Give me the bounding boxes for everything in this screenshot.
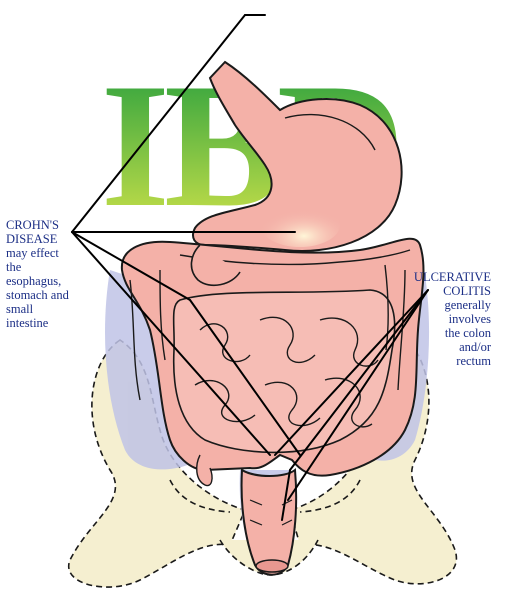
stomach-highlight [260,203,340,247]
crohns-disease-label: CROHN'S DISEASE may effect the esophagus… [6,218,69,330]
uc-body-line-4: and/or [414,340,491,354]
uc-body-line-2: involves [414,312,491,326]
crohns-heading-line-1: CROHN'S [6,218,69,232]
crohns-heading-line-2: DISEASE [6,232,69,246]
anus [256,560,288,572]
uc-heading-line-2: COLITIS [414,284,491,298]
ulcerative-colitis-label: ULCERATIVE COLITIS generally involves th… [414,270,491,368]
crohns-body-line-5: small [6,302,69,316]
crohns-body-line-6: intestine [6,316,69,330]
uc-body-line-1: generally [414,298,491,312]
uc-body-line-3: the colon [414,326,491,340]
uc-heading-line-1: ULCERATIVE [414,270,491,284]
crohns-body-line-1: may effect [6,246,69,260]
crohns-body-line-3: esophagus, [6,274,69,288]
crohns-body-line-4: stomach and [6,288,69,302]
crohns-body-line-2: the [6,260,69,274]
uc-body-line-5: rectum [414,354,491,368]
